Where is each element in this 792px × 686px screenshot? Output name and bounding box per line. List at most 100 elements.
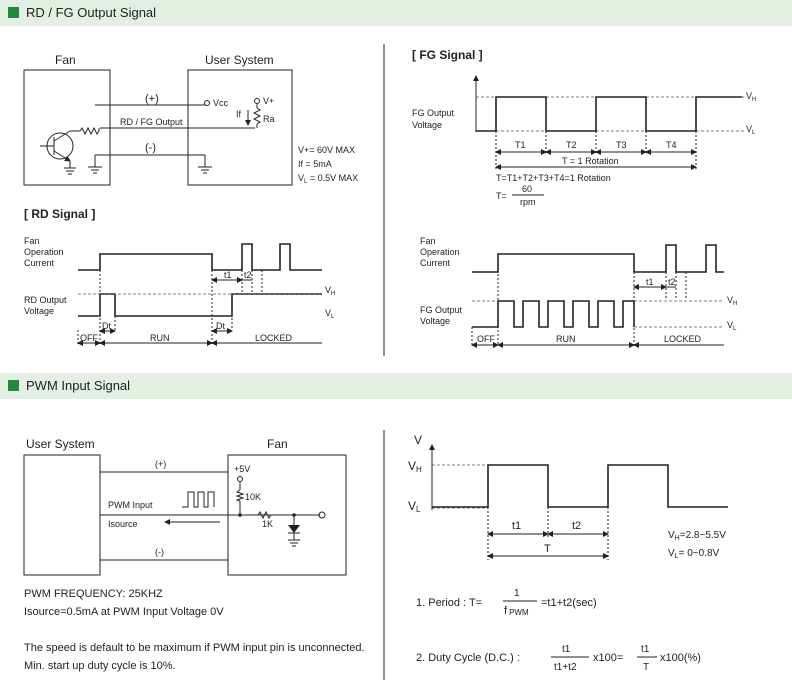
isource-label: Isource [108,519,138,529]
duty-cycle-label: 2. Duty Cycle (D.C.) : [416,652,520,664]
user-system-label: User System [205,53,274,67]
vl-label: VL [746,124,756,136]
t2-label: T2 [566,140,577,150]
pwm-frequency-note: PWM FREQUENCY: 25KHZ [24,588,163,600]
dt-label: Dt [216,321,225,331]
rd-signal-diagram: [ RD Signal ] Fan Operation Current RD O… [24,207,335,346]
rd-current-waveform [78,243,322,271]
vl-label: VL [727,320,737,332]
fan-operation-label: Operation [24,247,64,257]
locked-label: LOCKED [664,334,702,344]
vl-label: VL [408,499,421,514]
rd-output-waveform [78,293,322,317]
fan-operation-label: Current [420,258,451,268]
t-formula-denominator: rpm [520,197,536,207]
dt-label: Dt [102,321,111,331]
pwm-waveform [432,464,728,508]
rd-fg-section-header: RD / FG Output Signal [0,0,792,26]
t1-label: t1 [224,270,232,280]
t-formula-prefix: T= [496,191,507,201]
t3-label: T3 [616,140,627,150]
rotation-formula: T=T1+T2+T3+T4=1 Rotation [496,173,611,183]
ground-icon [198,166,212,174]
r1k-label: 1K [262,519,273,529]
fg-signal-diagram: [ FG Signal ] FG Output Voltage VH VL T1… [412,48,756,207]
section-bullet-icon [8,7,19,18]
min-duty-note: Min. start up duty cycle is 10%. [24,660,176,672]
r10k-label: 10K [245,492,261,502]
resistor-icon [235,489,245,502]
vl-label: VL [325,308,335,320]
run-label: RUN [150,333,170,343]
fan-operation-label: Current [24,258,55,268]
diode-icon [288,525,300,533]
user-system-label: User System [26,437,95,451]
vh-label: VH [408,459,422,474]
fan-label: Fan [267,437,288,451]
t2-label: t2 [668,277,676,287]
fan-label: Fan [55,53,76,67]
ground-icon [64,167,76,175]
pwm-section-header: PWM Input Signal [0,373,792,399]
fg-output-label: Voltage [412,120,442,130]
section-title: PWM Input Signal [26,378,131,393]
default-speed-note: The speed is default to be maximum if PW… [24,642,365,654]
run-label: RUN [556,334,576,344]
vh-label: VH [727,295,737,307]
fan-operation-label: Fan [24,236,40,246]
pwm-input-label: PWM Input [108,500,153,510]
fg-current-waveform [472,244,724,273]
ra-label: Ra [263,114,275,124]
v-axis-label: V [414,433,422,447]
section-title: RD / FG Output Signal [26,5,157,20]
duty-result: x100(%) [660,652,701,664]
pwm-waveform-diagram: V VH VL t1 t2 T VH=2.8~5.5V VL= 0~0.8V [408,433,728,560]
if-label: If [236,109,242,119]
off-label: OFF [477,334,495,344]
t1-label: T1 [515,140,526,150]
rdfg-circuit: Fan User System (+) Vcc RD / FG Output V… [23,53,358,186]
fg-output-waveform [472,300,635,328]
duty-mid: x100= [593,652,623,664]
fg-output-label: FG Output [420,305,463,315]
plus-label: (+) [155,459,166,469]
vh-label: VH [325,285,335,297]
duty-denominator: t1+t2 [554,662,577,673]
fan-operation-label: Operation [420,247,460,257]
rd-fg-line-label: RD / FG Output [120,117,183,127]
vcc-5v-label: +5V [234,464,250,474]
fg-output-label: FG Output [412,108,455,118]
t4-label: T4 [666,140,677,150]
pwm-circuit: User System Fan (+) PWM Input Isource (-… [23,437,347,576]
t1-label: t1 [512,520,521,532]
t2-label: t2 [244,270,252,280]
ground-icon [288,539,300,547]
minus-label: (-) [145,142,156,154]
period-result: =t1+t2(sec) [541,597,597,609]
rotation-label: T = 1 Rotation [562,156,619,166]
duty-denominator: T [643,662,649,673]
locked-label: LOCKED [255,333,293,343]
vcc-label: Vcc [213,98,229,108]
fg-output-label: Voltage [420,316,450,326]
fg-timing-diagram: Fan Operation Current FG Output Voltage … [420,236,737,348]
fg-signal-title: [ FG Signal ] [412,48,483,62]
spec-vl: VL = 0.5V MAX [298,173,358,185]
resistor-icon [79,126,100,136]
duty-numerator: t1 [562,644,571,655]
plus-label: (+) [145,93,159,105]
fan-operation-label: Fan [420,236,436,246]
vplus-label: V+ [263,96,274,106]
period-numerator: 1 [514,588,520,599]
resistor-icon [257,510,272,520]
vl-spec: VL= 0~0.8V [668,548,719,560]
isource-note: Isource=0.5mA at PWM Input Voltage 0V [24,606,224,618]
t-formula-numerator: 60 [522,184,532,194]
vh-label: VH [746,91,756,103]
pwm-pulse-icon [182,491,215,508]
t2-label: t2 [572,520,581,532]
off-label: OFF [80,333,98,343]
